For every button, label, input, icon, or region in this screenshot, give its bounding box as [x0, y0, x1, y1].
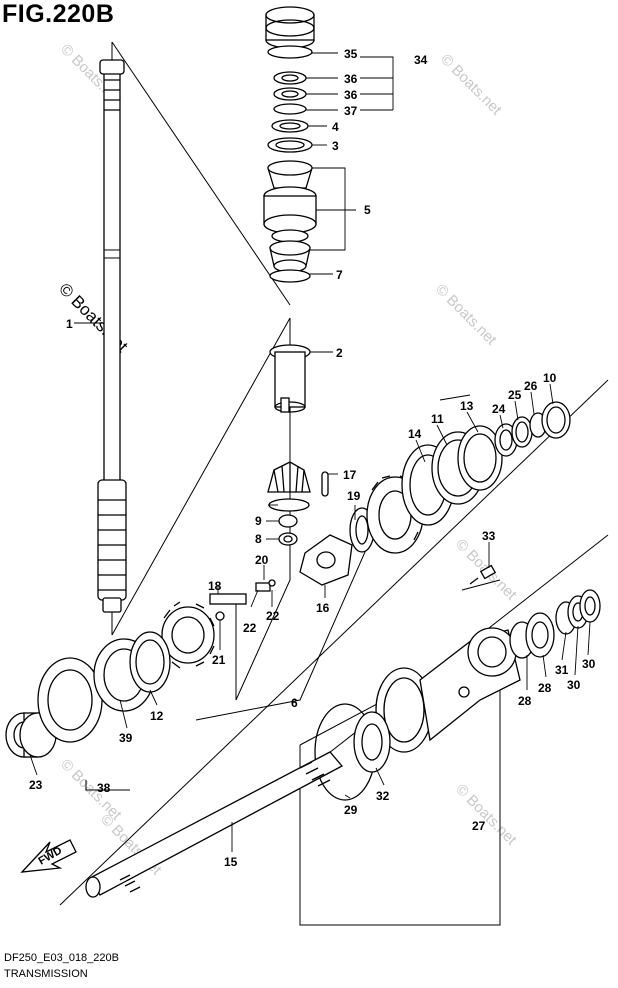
callout-39: 39 — [119, 731, 133, 745]
callout-22a: 22 — [243, 621, 257, 635]
callout-38: 38 — [97, 781, 111, 795]
arrow-icon — [20, 839, 77, 873]
callout-9: 9 — [255, 514, 262, 528]
shim-rings — [431, 401, 571, 505]
callout-25: 25 — [508, 388, 522, 402]
watermark-faint: © Boats.net — [452, 781, 520, 849]
callout-14: 14 — [408, 427, 422, 441]
callout-33: 33 — [482, 529, 496, 543]
callout-7: 7 — [336, 268, 343, 282]
callout-32: 32 — [376, 789, 390, 803]
callout-30b: 30 — [582, 657, 596, 671]
watermark-faint: © Boats.net — [437, 51, 505, 119]
callout-16: 16 — [316, 601, 330, 615]
clutch-dog — [215, 534, 353, 621]
watermark-faint: © Boats.net — [432, 281, 500, 349]
pinion-gear — [267, 461, 329, 546]
callout-35: 35 — [344, 47, 358, 61]
callout-2: 2 — [336, 346, 343, 360]
callout-3: 3 — [332, 139, 339, 153]
callout-labels: 35 34 36 36 37 4 3 5 7 2 1 17 19 9 8 20 … — [29, 47, 596, 869]
propeller-shaft-housing — [375, 627, 521, 753]
callout-23: 23 — [29, 778, 43, 792]
sleeve — [269, 344, 311, 413]
leader-lines — [29, 52, 591, 852]
bearing-stack — [263, 6, 317, 283]
rear-bearings — [509, 589, 601, 659]
callout-26: 26 — [524, 379, 538, 393]
callout-24: 24 — [492, 402, 506, 416]
callout-37: 37 — [344, 104, 358, 118]
drive-shaft — [97, 59, 127, 613]
callout-34: 34 — [414, 53, 428, 67]
callout-20: 20 — [255, 553, 269, 567]
diagram-code: DF250_E03_018_220B — [4, 952, 119, 964]
reverse-gear — [161, 593, 247, 669]
callout-28b: 28 — [538, 681, 552, 695]
figure-title: FIG.220B — [2, 0, 115, 28]
callout-29: 29 — [344, 803, 358, 817]
callout-15: 15 — [224, 855, 238, 869]
callout-19: 19 — [347, 489, 361, 503]
front-bearing-set — [5, 631, 171, 758]
callout-10: 10 — [543, 371, 557, 385]
callout-18: 18 — [208, 579, 222, 593]
fwd-arrow: FWD — [20, 839, 77, 873]
callout-28a: 28 — [518, 694, 532, 708]
callout-5: 5 — [364, 203, 371, 217]
callout-36a: 36 — [344, 72, 358, 86]
callout-4: 4 — [332, 120, 339, 134]
propeller-shaft — [85, 751, 344, 898]
callout-1: 1 — [66, 317, 73, 331]
callout-27: 27 — [472, 819, 486, 833]
callout-8: 8 — [255, 532, 262, 546]
callout-30a: 30 — [567, 678, 581, 692]
callout-21: 21 — [212, 653, 226, 667]
callout-36b: 36 — [344, 88, 358, 102]
callout-11: 11 — [431, 412, 444, 426]
callout-31: 31 — [555, 663, 569, 677]
section-title: TRANSMISSION — [4, 968, 88, 980]
callout-13: 13 — [460, 399, 474, 413]
callout-6: 6 — [291, 696, 298, 710]
callout-22b: 22 — [266, 609, 280, 623]
bolt — [469, 564, 497, 585]
o-ring-and-washer — [314, 703, 391, 801]
callout-17: 17 — [343, 468, 357, 482]
guide-lines — [59, 41, 609, 926]
callout-12: 12 — [150, 709, 164, 723]
